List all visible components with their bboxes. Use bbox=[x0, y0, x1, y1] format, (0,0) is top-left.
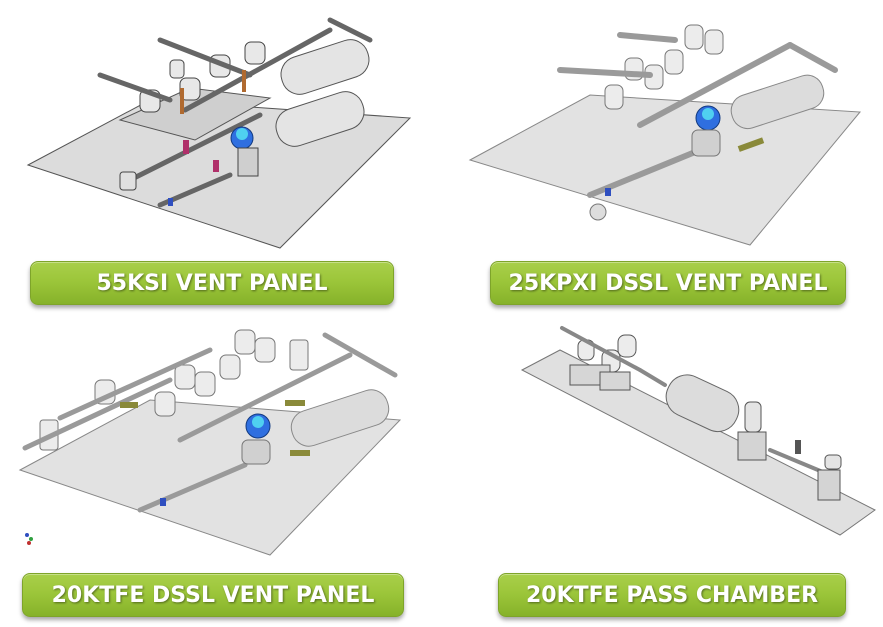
cylinder bbox=[730, 74, 825, 130]
label-25kpxi-dssl-vent-panel[interactable]: 25KPXI DSSL VENT PANEL bbox=[490, 261, 846, 305]
label-20ktfe-dssl-vent-panel[interactable]: 20KTFE DSSL VENT PANEL bbox=[22, 573, 404, 617]
pipes-group bbox=[557, 32, 838, 198]
panel-20ktfe-pass-chamber-render bbox=[520, 326, 876, 536]
pipes-group bbox=[22, 332, 398, 513]
panel-25kpxi-render bbox=[468, 24, 862, 246]
label-55ksi-vent-panel[interactable]: 55KSI VENT PANEL bbox=[30, 261, 394, 305]
mounting-plate bbox=[468, 94, 862, 246]
cylinders bbox=[275, 39, 370, 147]
label-20ktfe-pass-chamber[interactable]: 20KTFE PASS CHAMBER bbox=[498, 573, 846, 617]
panel-20ktfe-dssl-render bbox=[18, 329, 402, 556]
cylinder bbox=[290, 389, 390, 447]
regulator bbox=[744, 401, 762, 433]
cylinder bbox=[665, 374, 740, 433]
mounting-plate bbox=[520, 349, 876, 536]
axis-triad-icon bbox=[25, 533, 33, 545]
valves-group bbox=[569, 334, 637, 391]
panel-55ksi-render bbox=[26, 17, 412, 249]
